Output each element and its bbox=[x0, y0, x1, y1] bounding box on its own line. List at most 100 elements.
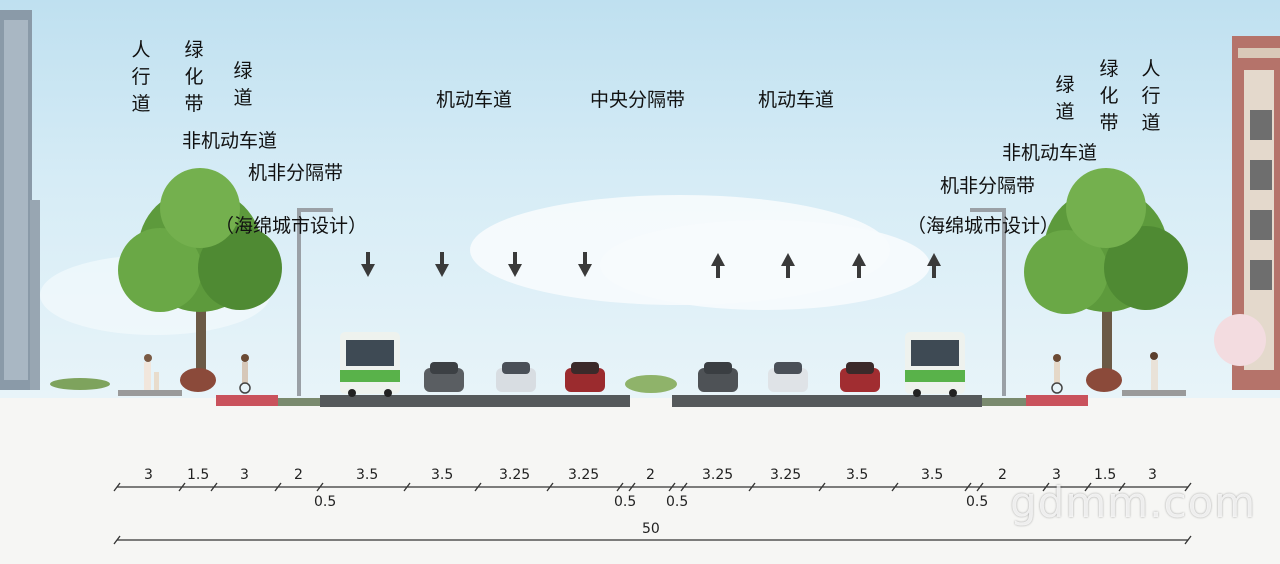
dimension-tick bbox=[891, 482, 899, 492]
dimension-tick bbox=[113, 535, 121, 545]
dimension-tick bbox=[474, 482, 482, 492]
dimension-tick bbox=[628, 482, 636, 492]
right-cyclist bbox=[1051, 354, 1063, 394]
left-sidewalk-surface bbox=[118, 390, 182, 396]
right-building bbox=[1214, 36, 1280, 390]
arrow-down-icon bbox=[435, 252, 449, 277]
right-bus bbox=[905, 332, 965, 397]
dim-label: 3.25 bbox=[568, 467, 600, 483]
left-pedestrians bbox=[144, 354, 159, 390]
right-separator-label: 机非分隔带 bbox=[940, 175, 1036, 197]
dimension-tick bbox=[748, 482, 756, 492]
left-bike-lane-surface bbox=[216, 395, 278, 406]
right-sidewalk-label: 人行道 bbox=[1141, 58, 1161, 134]
dimension-tick bbox=[274, 482, 282, 492]
dim-label: 2 bbox=[998, 467, 1007, 483]
car-red-2 bbox=[840, 362, 880, 392]
dimension-tick bbox=[113, 482, 121, 492]
right-street-light bbox=[970, 208, 1006, 396]
arrow-down-icon bbox=[361, 252, 375, 277]
left-sponge-city-label: （海绵城市设计） bbox=[215, 215, 368, 237]
dim-label: 3.25 bbox=[702, 467, 734, 483]
arrow-down-icon bbox=[578, 252, 592, 277]
dim-label: 1.5 bbox=[187, 467, 210, 483]
left-greenbelt-label: 绿化带 bbox=[184, 39, 204, 115]
dim-label: 3 bbox=[144, 467, 153, 483]
left-shrub bbox=[180, 368, 216, 392]
left-cyclist bbox=[239, 354, 251, 394]
dim-label: 3 bbox=[240, 467, 249, 483]
left-bike-lane-label: 非机动车道 bbox=[182, 130, 278, 152]
right-motor-lane-label: 机动车道 bbox=[758, 89, 835, 111]
dimension-tick bbox=[964, 482, 972, 492]
arrow-up-icon bbox=[711, 253, 725, 278]
dim-label: 3.5 bbox=[431, 467, 454, 483]
dimension-tick bbox=[680, 482, 688, 492]
car-white-2 bbox=[768, 362, 808, 392]
dimension-tick bbox=[1184, 535, 1192, 545]
left-hedge bbox=[50, 378, 110, 390]
dim-label: 3.5 bbox=[846, 467, 869, 483]
dimension-tick bbox=[668, 482, 676, 492]
right-shrub bbox=[1086, 368, 1122, 392]
median-label: 中央分隔带 bbox=[590, 89, 686, 111]
left-separator-label: 机非分隔带 bbox=[248, 162, 344, 184]
car-dark-1 bbox=[424, 362, 464, 392]
right-greenway-label: 绿道 bbox=[1055, 74, 1075, 123]
dim-label: 1.5 bbox=[1094, 467, 1117, 483]
dim-label: 3.5 bbox=[356, 467, 379, 483]
median-plants bbox=[625, 375, 677, 393]
right-sponge-city-label: （海绵城市设计） bbox=[907, 215, 1060, 237]
dim-label: 2 bbox=[294, 467, 303, 483]
dimension-tick bbox=[1042, 482, 1050, 492]
left-separator-strip bbox=[278, 398, 320, 406]
right-tree bbox=[1024, 168, 1188, 370]
dimension-tick bbox=[1084, 482, 1092, 492]
dimension-tick bbox=[403, 482, 411, 492]
dim-label: 3 bbox=[1148, 467, 1157, 483]
dimension-tick bbox=[316, 482, 324, 492]
dim-small-label: 0.5 bbox=[666, 494, 689, 510]
dimension-tick bbox=[976, 482, 984, 492]
left-bus bbox=[340, 332, 400, 397]
dim-label: 3.25 bbox=[499, 467, 531, 483]
dimension-tick bbox=[818, 482, 826, 492]
dimension-tick bbox=[178, 482, 186, 492]
right-bike-lane-label: 非机动车道 bbox=[1002, 142, 1098, 164]
car-white-1 bbox=[496, 362, 536, 392]
right-separator-strip bbox=[982, 398, 1026, 406]
left-street-light bbox=[297, 208, 333, 396]
dimension-tick bbox=[1184, 482, 1192, 492]
left-building bbox=[0, 10, 40, 390]
cloud bbox=[600, 220, 930, 310]
car-dark-2 bbox=[698, 362, 738, 392]
dimension-tick bbox=[546, 482, 554, 492]
right-pedestrian bbox=[1150, 352, 1158, 390]
dim-label: 3.25 bbox=[770, 467, 802, 483]
dim-small-label: 0.5 bbox=[314, 494, 337, 510]
dim-small-label: 0.5 bbox=[966, 494, 989, 510]
dim-total-label: 50 bbox=[642, 521, 660, 537]
arrow-up-icon bbox=[927, 253, 941, 278]
dim-label: 3 bbox=[1052, 467, 1061, 483]
dim-label: 2 bbox=[646, 467, 655, 483]
right-sidewalk-surface bbox=[1122, 390, 1186, 396]
dim-small-label: 0.5 bbox=[614, 494, 637, 510]
dimension-tick bbox=[210, 482, 218, 492]
ground bbox=[0, 398, 1280, 564]
arrow-up-icon bbox=[781, 253, 795, 278]
watermark: gdmm.com bbox=[1010, 478, 1257, 527]
car-red-1 bbox=[565, 362, 605, 392]
right-roadway-surface bbox=[672, 395, 982, 407]
left-tree bbox=[118, 168, 282, 370]
dimension-tick bbox=[1118, 482, 1126, 492]
left-greenway-label: 绿道 bbox=[233, 60, 253, 109]
right-bike-lane-surface bbox=[1026, 395, 1088, 406]
left-sidewalk-label: 人行道 bbox=[131, 39, 151, 115]
arrow-up-icon bbox=[852, 253, 866, 278]
left-roadway-surface bbox=[320, 395, 630, 407]
dim-label: 3.5 bbox=[921, 467, 944, 483]
left-motor-lane-label: 机动车道 bbox=[436, 89, 513, 111]
dimension-tick bbox=[616, 482, 624, 492]
